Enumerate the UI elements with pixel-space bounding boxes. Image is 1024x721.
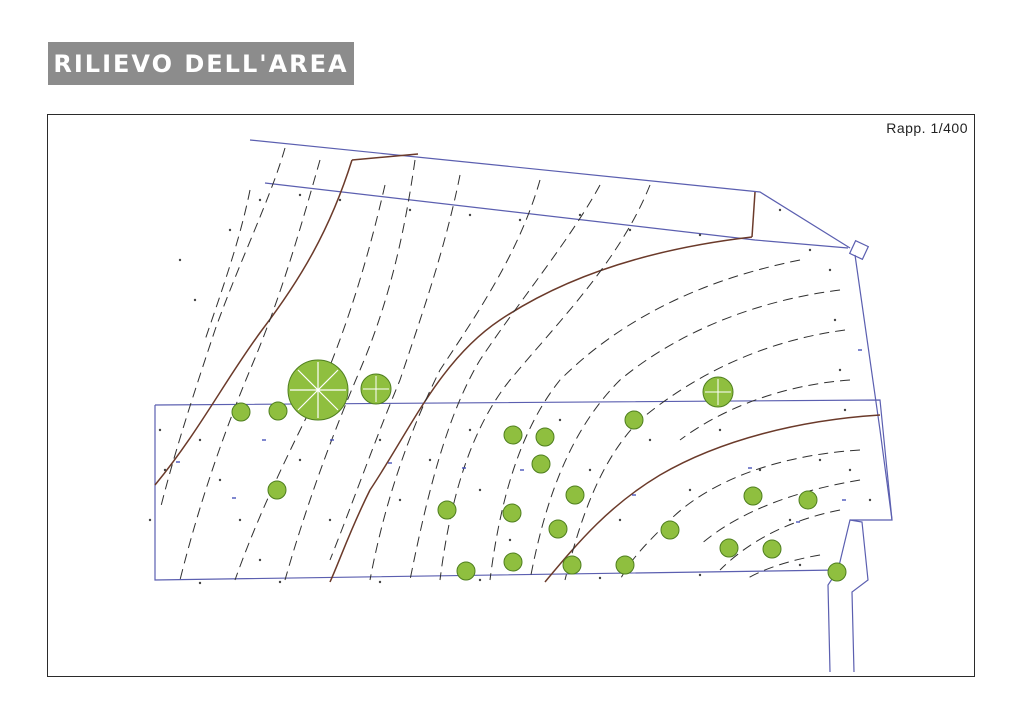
tree-large <box>287 359 349 421</box>
utility-box <box>848 239 870 261</box>
tree <box>437 500 457 520</box>
survey-point-marks <box>176 349 862 523</box>
main-contour-3 <box>329 236 753 583</box>
tree <box>562 555 582 575</box>
tree <box>267 480 287 500</box>
tree <box>360 373 392 405</box>
tree <box>456 561 476 581</box>
main-contour-2 <box>351 153 419 161</box>
tree <box>743 486 763 506</box>
tree <box>548 519 568 539</box>
main-lot-outline <box>154 399 893 581</box>
tree <box>660 520 680 540</box>
upper-boundary <box>249 139 851 249</box>
tree <box>702 376 734 408</box>
tree <box>615 555 635 575</box>
tree <box>827 562 847 582</box>
tree <box>231 402 251 422</box>
dashed-contours <box>159 147 861 581</box>
upper-inner-line <box>264 182 849 249</box>
page-title: RILIEVO DELL'AREA <box>53 49 349 78</box>
tree <box>268 401 288 421</box>
tree <box>719 538 739 558</box>
tree <box>762 539 782 559</box>
access-road <box>827 569 839 673</box>
tree <box>503 425 523 445</box>
main-contour-4 <box>751 191 756 238</box>
main-contour-5 <box>544 414 881 583</box>
drawing-frame: Rapp. 1/400 <box>47 114 975 677</box>
scale-label: Rapp. 1/400 <box>886 120 968 136</box>
tree <box>798 490 818 510</box>
main-contour-1 <box>154 159 353 486</box>
main-contours <box>154 153 881 583</box>
tree <box>535 427 555 447</box>
tree <box>502 503 522 523</box>
property-boundaries <box>154 139 893 673</box>
tree <box>531 454 551 474</box>
title-band: RILIEVO DELL'AREA <box>48 42 354 85</box>
tree <box>503 552 523 572</box>
trees <box>231 359 847 582</box>
tree <box>565 485 585 505</box>
spot-heights <box>148 193 872 585</box>
tree <box>624 410 644 430</box>
right-boundary <box>854 254 893 521</box>
access-road-right <box>849 519 869 673</box>
